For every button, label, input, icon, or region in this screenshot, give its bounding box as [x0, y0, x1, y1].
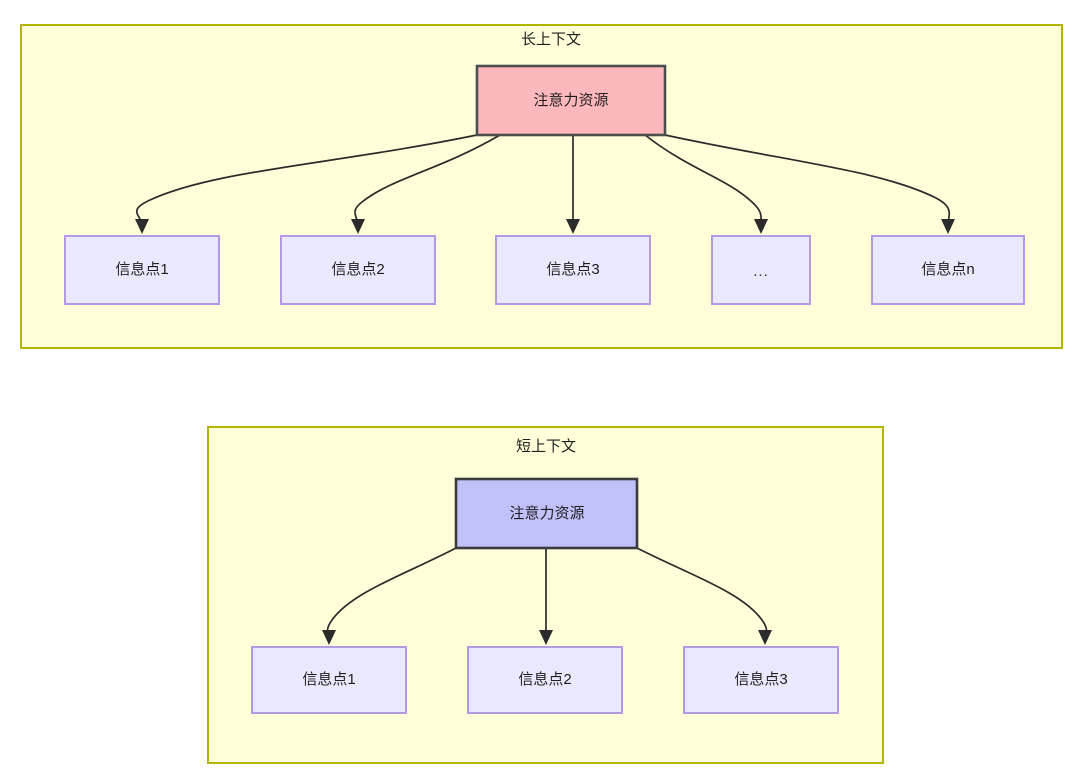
- short-info-point-2-box[interactable]: [467, 646, 623, 714]
- short-info-point-2-label: 信息点2: [518, 671, 571, 688]
- info-point-3-label: 信息点3: [546, 261, 599, 278]
- arrowhead-info-1: [135, 219, 149, 234]
- group-long-context: 长上下文 注意力资源 信息点1 信息点2: [20, 24, 1063, 349]
- long-context-title: 长上下文: [521, 31, 581, 48]
- short-info-point-3-box[interactable]: [683, 646, 839, 714]
- short-info-point-1-box[interactable]: [251, 646, 407, 714]
- info-point-3-box[interactable]: [495, 235, 651, 305]
- arrowhead-short-info-3: [758, 630, 772, 645]
- arrowhead-info-ellipsis: [754, 219, 768, 234]
- short-context-edges: [322, 547, 772, 645]
- node-attention-resource-long[interactable]: 注意力资源: [475, 64, 667, 137]
- arrowhead-info-2: [351, 219, 365, 234]
- info-point-1-label: 信息点1: [115, 261, 168, 278]
- info-point-ellipsis-label: ...: [753, 263, 769, 280]
- attention-resource-long-box[interactable]: [475, 64, 667, 137]
- info-point-n-label: 信息点n: [921, 261, 974, 278]
- edge-attention-to-info-n: [664, 134, 951, 227]
- node-short-info-point-3[interactable]: 信息点3: [683, 646, 839, 714]
- node-short-info-point-2[interactable]: 信息点2: [467, 646, 623, 714]
- node-short-info-point-1[interactable]: 信息点1: [251, 646, 407, 714]
- arrowhead-short-info-1: [322, 630, 336, 645]
- arrowhead-info-n: [941, 219, 955, 234]
- node-info-point-n[interactable]: 信息点n: [871, 235, 1025, 305]
- info-point-1-box[interactable]: [64, 235, 220, 305]
- info-point-n-box[interactable]: [871, 235, 1025, 305]
- info-point-2-box[interactable]: [280, 235, 436, 305]
- arrowhead-short-info-2: [539, 630, 553, 645]
- node-info-point-ellipsis[interactable]: ...: [711, 235, 811, 305]
- long-context-edges: [135, 134, 955, 234]
- attention-resource-long-label: 注意力资源: [533, 91, 608, 109]
- edge-attention-to-info-2: [354, 134, 501, 227]
- attention-resource-short-box[interactable]: [454, 477, 639, 550]
- short-context-title: 短上下文: [516, 438, 576, 455]
- edge-attention-to-info-1: [136, 134, 478, 227]
- edge-attention-to-info-ellipsis: [644, 134, 762, 227]
- arrowhead-info-3: [566, 219, 580, 234]
- node-info-point-1[interactable]: 信息点1: [64, 235, 220, 305]
- group-short-context: 短上下文 注意力资源 信息点1 信息点2 信息点3: [207, 426, 884, 764]
- node-info-point-2[interactable]: 信息点2: [280, 235, 436, 305]
- short-info-point-3-label: 信息点3: [734, 671, 787, 688]
- info-point-ellipsis-box[interactable]: [711, 235, 811, 305]
- node-attention-resource-short[interactable]: 注意力资源: [454, 477, 639, 550]
- attention-resource-short-label: 注意力资源: [509, 504, 584, 522]
- info-point-2-label: 信息点2: [331, 261, 384, 278]
- short-info-point-1-label: 信息点1: [302, 671, 355, 688]
- node-info-point-3[interactable]: 信息点3: [495, 235, 651, 305]
